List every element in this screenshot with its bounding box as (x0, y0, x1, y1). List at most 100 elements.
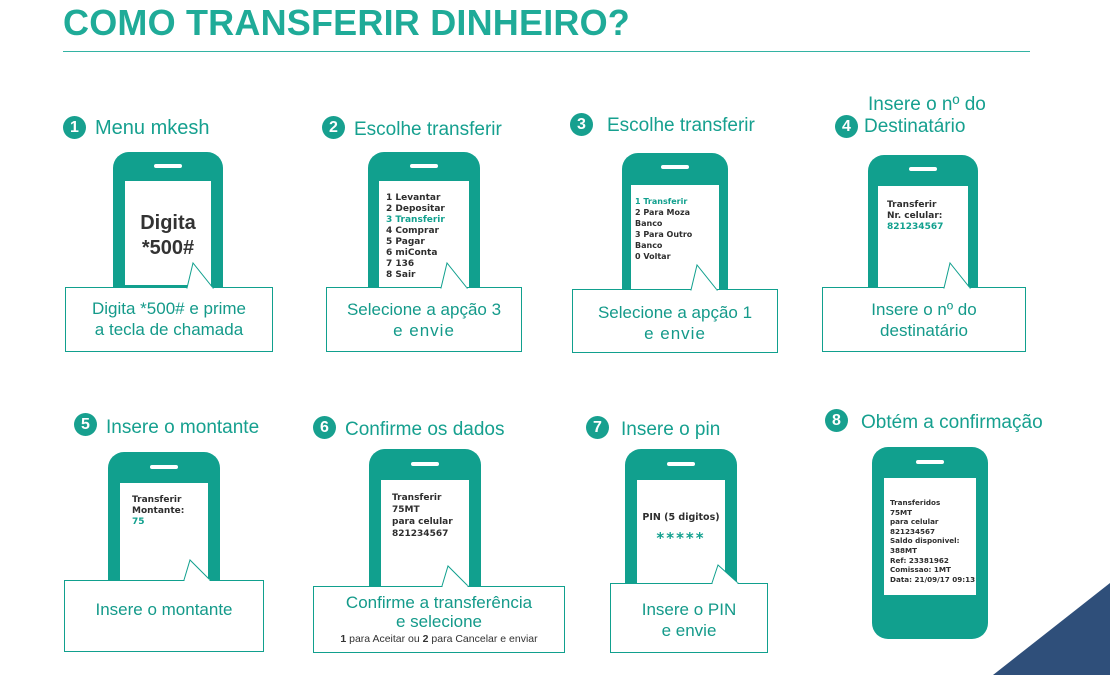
instruction-text: para Aceitar ou (346, 633, 423, 645)
step-7-header: 7 Insere o pin (586, 416, 721, 440)
phone-speaker (909, 167, 937, 171)
instruction-key: 2 (422, 633, 429, 645)
phone-speaker (154, 164, 182, 168)
bubble-tail (183, 559, 212, 582)
instruction-text: e selecione (395, 612, 482, 631)
instruction-bubble: Confirme a transferência e selecione 1 p… (313, 586, 565, 653)
menu-option-selected: 1 Transferir (635, 197, 688, 206)
menu-option: 7 136 (386, 259, 415, 269)
menu-option: 3 Para Outro Banco (635, 230, 693, 250)
phone-speaker (661, 165, 689, 169)
screen-text: 388MT (890, 545, 918, 555)
step-6-header: 6 Confirme os dados (313, 416, 505, 440)
phone-speaker (410, 164, 438, 168)
instruction-detail: 1 para Aceitar ou 2 para Cancelar e envi… (314, 631, 564, 647)
title-divider (63, 51, 1030, 52)
step-number-badge: 5 (74, 413, 97, 436)
menu-option-selected: 3 Transferir (386, 215, 445, 225)
screen-text: para celular (392, 517, 453, 527)
screen-text-block: PIN (5 digitos) ***** (637, 512, 725, 547)
screen-text: para celular (890, 517, 939, 527)
screen-text: Ref: 23381962 (890, 555, 949, 565)
step-title-line: Destinatário (864, 116, 966, 137)
step-number-badge: 6 (313, 416, 336, 439)
screen-text: Transferir (132, 495, 182, 505)
screen-value: 75 (132, 517, 145, 527)
pin-mask: ***** (656, 529, 706, 547)
step-title-line: Insere o nº do (868, 94, 986, 115)
bubble-tail (440, 261, 469, 290)
step-title: Insere o montante (106, 416, 260, 438)
instruction-text: Confirme a transferência (345, 593, 533, 612)
instruction-bubble: Insere o nº do destinatário (822, 287, 1026, 352)
phone-speaker (667, 462, 695, 466)
phone-screen: PIN (5 digitos) ***** (637, 480, 725, 586)
phone-screen: Transferir 75MT para celular 821234567 (381, 480, 469, 586)
screen-text: Montante: (132, 506, 185, 516)
screen-text-block: Transferir Nr. celular: 821234567 (887, 200, 943, 233)
step-8-header: 8 Obtém a confirmação (825, 409, 1043, 433)
bubble-tail (711, 564, 740, 585)
phone-speaker (411, 462, 439, 466)
instruction-text: Insere o montante (95, 600, 233, 619)
screen-text: PIN (5 digitos) (642, 512, 720, 523)
screen-text-block: Transferir Montante: 75 (132, 495, 184, 528)
instruction-bubble: Insere o montante (64, 580, 264, 652)
instruction-text: Selecione a apção 3 (346, 300, 502, 319)
phone-screen: 1 Transferir 2 Para Moza Banco 3 Para Ou… (631, 185, 719, 289)
menu-option: 8 Sair (386, 270, 416, 280)
instruction-text: e envie (393, 321, 455, 340)
step-title: Escolhe transferir (354, 118, 502, 140)
step-number-badge: 2 (322, 116, 345, 139)
menu-option: 1 Levantar (386, 193, 441, 203)
instruction-text: Insere o nº do (871, 300, 977, 319)
step-title: Insere o nº do Destinatário (864, 94, 986, 138)
step-title: Insere o pin (621, 418, 721, 440)
step-title: Confirme os dados (345, 418, 505, 440)
screen-text-block: Transferir 75MT para celular 821234567 (392, 492, 453, 540)
bubble-tail (943, 261, 972, 290)
bubble-tail (186, 261, 215, 290)
menu-option: 0 Voltar (635, 252, 671, 261)
instruction-text: a tecla de chamada (94, 320, 244, 339)
instruction-text: para Cancelar e enviar (428, 633, 538, 645)
phone-speaker (150, 465, 178, 469)
screen-text: *500# (141, 237, 195, 259)
menu-option: 6 miConta (386, 248, 438, 258)
step-1-header: 1 Menu mkesh (63, 116, 210, 139)
menu-option: 5 Pagar (386, 237, 425, 247)
phone-speaker (916, 460, 944, 464)
instruction-bubble: Insere o PIN e envie (610, 583, 768, 653)
screen-value: 821234567 (887, 222, 944, 232)
menu-option: 2 Para Moza Banco (635, 208, 691, 228)
step-title: Escolhe transferir (607, 114, 755, 136)
step-2-header: 2 Escolhe transferir (322, 116, 502, 140)
corner-decoration (993, 583, 1110, 675)
screen-text: Comissao: 1MT (890, 565, 951, 575)
screen-text: Transferir (887, 200, 937, 210)
step-title: Menu mkesh (95, 116, 210, 139)
menu-list: 1 Transferir 2 Para Moza Banco 3 Para Ou… (635, 196, 719, 262)
screen-text: Nr. celular: (887, 211, 943, 221)
instruction-bubble: Selecione a apção 1 e envie (572, 289, 778, 353)
screen-text: Data: 21/09/17 09:13 (890, 574, 976, 584)
instruction-bubble: Selecione a apção 3 e envie (326, 287, 522, 352)
screen-text: Saldo disponivel: (890, 536, 960, 546)
screen-text: Digita (140, 212, 196, 234)
screen-text: 75MT (392, 505, 420, 515)
step-5-header: 5 Insere o montante (74, 413, 260, 438)
screen-text: 75MT (890, 507, 913, 517)
menu-option: 4 Comprar (386, 226, 439, 236)
step-4-header: 4 Insere o nº do Destinatário (835, 94, 986, 138)
instruction-text: Selecione a apção 1 (597, 303, 753, 322)
instruction-text: Digita *500# e prime (91, 299, 247, 318)
instruction-key: 1 (340, 633, 347, 645)
screen-text-block: Transferidos 75MT para celular 821234567… (890, 498, 975, 584)
page-title: COMO TRANSFERIR DINHEIRO? (63, 2, 630, 43)
instruction-text: Insere o PIN (641, 600, 737, 619)
phone-screen: 1 Levantar 2 Depositar 3 Transferir 4 Co… (379, 181, 469, 287)
screen-text: 821234567 (392, 529, 449, 539)
step-title: Obtém a confirmação (861, 411, 1043, 433)
bubble-tail (690, 263, 719, 292)
step-number-badge: 3 (570, 113, 593, 136)
